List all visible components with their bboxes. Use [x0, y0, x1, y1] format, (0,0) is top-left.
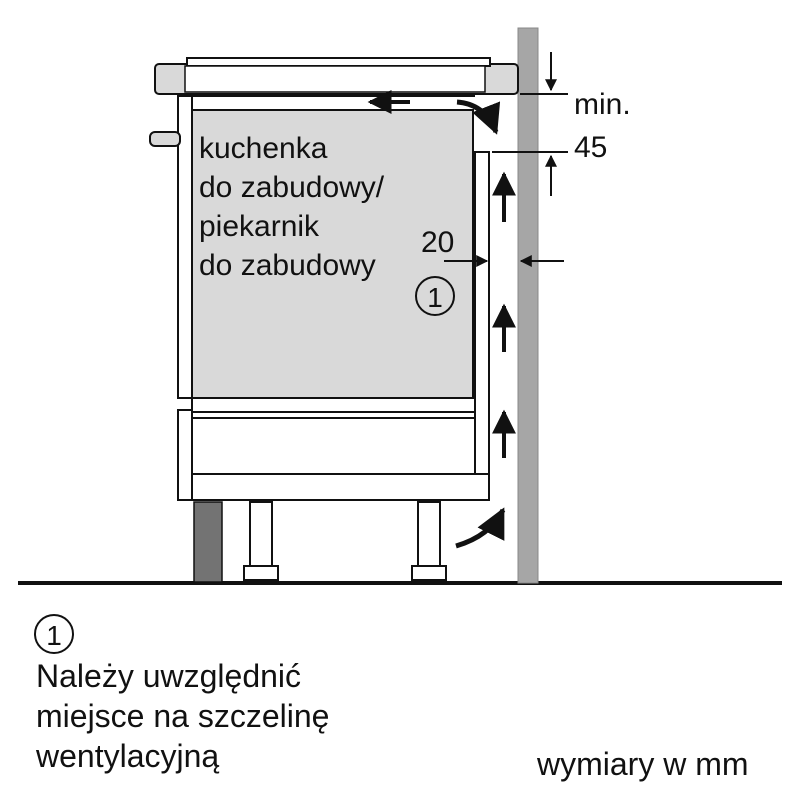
leg-left	[249, 501, 273, 569]
gap-dimension-value: 20	[421, 226, 454, 259]
appliance-label-line3: piekarnik	[199, 210, 320, 243]
back-wall	[517, 27, 539, 584]
airflow-arrow-inlet	[455, 507, 506, 549]
legend-line-2: miejsce na szczelinę	[36, 698, 330, 734]
oven-shelf	[191, 397, 476, 413]
rear-vent-panel	[474, 151, 490, 475]
drawer-base	[191, 473, 490, 501]
leg-right	[417, 501, 441, 569]
min-label: min.	[574, 88, 631, 121]
appliance-label-line1: kuchenka	[199, 132, 328, 165]
callout-circle	[415, 276, 455, 316]
leg-right-foot	[411, 565, 447, 581]
legend-marker-circle	[34, 614, 74, 654]
leg-left-foot	[243, 565, 279, 581]
min-value: 45	[574, 131, 607, 164]
drawer	[191, 417, 476, 475]
legend-marker-number: 1	[46, 620, 62, 651]
appliance-label-line4: do zabudowy	[199, 249, 376, 282]
airflow-arrow-top-curve	[456, 99, 501, 135]
cabinet-side-lower	[177, 409, 193, 501]
legend-line-1: Należy uwzględnić	[36, 658, 302, 694]
units-note: wymiary w mm	[537, 746, 749, 782]
hob-edge	[184, 65, 486, 93]
legend-text: Należy uwzględnić miejsce na szczelinę w…	[36, 656, 329, 776]
oven-handle	[149, 131, 181, 147]
appliance-label-line2: do zabudowy/	[199, 171, 385, 204]
plinth	[193, 501, 223, 583]
hob-glass	[186, 57, 491, 67]
callout-number: 1	[427, 282, 443, 313]
legend-line-3: wentylacyjną	[36, 738, 220, 774]
